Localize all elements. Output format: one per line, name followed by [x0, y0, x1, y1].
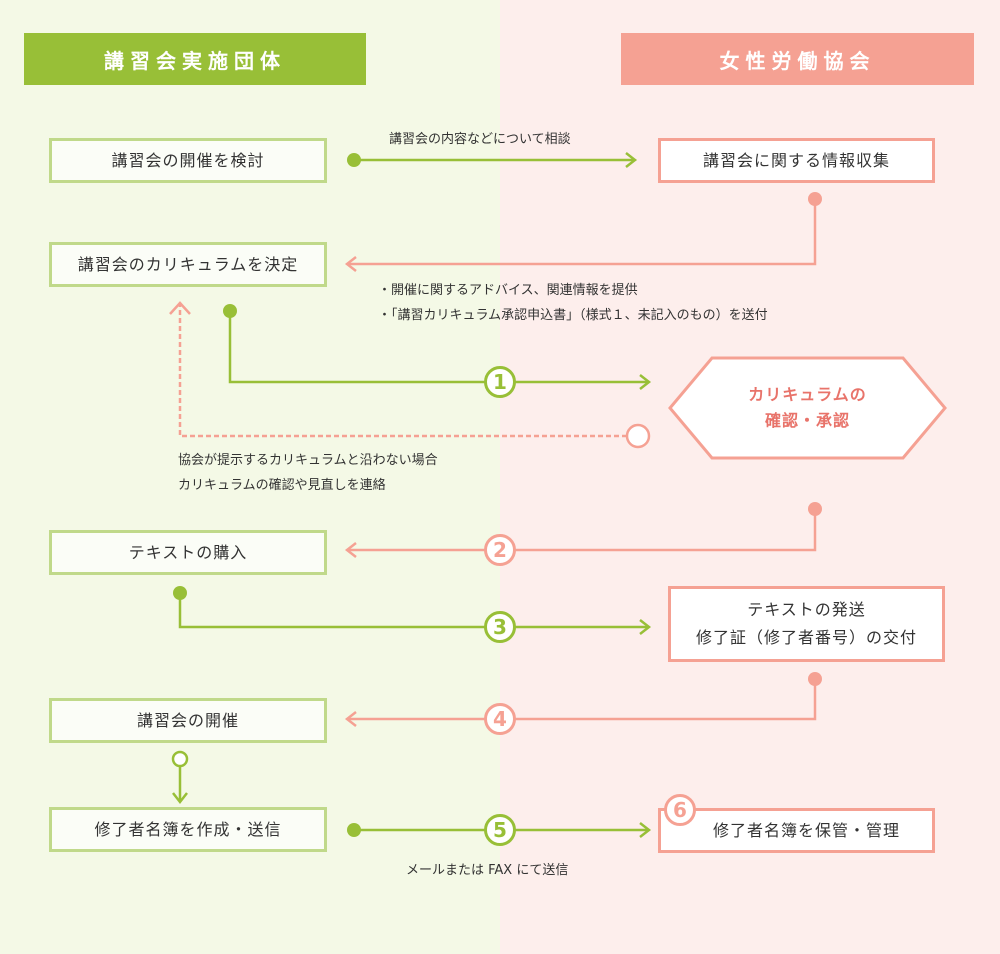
arrow-step4	[344, 680, 817, 727]
arrow-review-dashed	[178, 304, 627, 438]
dot-consult-start	[347, 153, 361, 167]
note-advice-1: ・開催に関するアドバイス、関連情報を提供	[378, 283, 638, 298]
box-keep-list: 修了者名簿を保管・管理	[658, 808, 935, 853]
arrow-step3	[178, 594, 652, 635]
hexagon-text: カリキュラムの 確認・承認	[670, 358, 945, 458]
arrow-hold-to-list	[172, 766, 188, 805]
box-buy-text: テキストの購入	[49, 530, 327, 575]
box-make-list: 修了者名簿を作成・送信	[49, 807, 327, 852]
box-info-collection-text: 講習会に関する情報収集	[702, 150, 890, 170]
step-6-badge: 6	[664, 794, 696, 826]
box-hold-course-text: 講習会の開催	[136, 710, 239, 730]
dot-step2-start	[808, 502, 822, 516]
box-hold-course: 講習会の開催	[49, 698, 327, 743]
note-send-method: メールまたは FAX にて送信	[406, 863, 569, 878]
arrow-step2	[344, 510, 817, 558]
hexagon-line2: 確認・承認	[764, 411, 850, 430]
hexagon-line1: カリキュラムの	[748, 385, 867, 404]
step-3-badge: 3	[484, 611, 516, 643]
lane-header-organizer: 講習会実施団体	[24, 33, 366, 85]
box-make-list-text: 修了者名簿を作成・送信	[94, 819, 282, 839]
box-ship-text-line1: テキストの発送	[747, 600, 866, 619]
step-2-badge: 2	[484, 534, 516, 566]
box-consider-holding-text: 講習会の開催を検討	[111, 150, 265, 170]
box-buy-text-text: テキストの購入	[128, 542, 248, 562]
dot-step5-start	[347, 823, 361, 837]
dot-step4-start	[808, 672, 822, 686]
dot-advice-start	[808, 192, 822, 206]
box-ship-text: テキストの発送 修了証（修了者番号）の交付	[668, 586, 945, 662]
note-advice-2: ・「講習カリキュラム承認申込書」（様式１、未記入のもの）を送付	[378, 308, 768, 323]
step-5-badge: 5	[484, 814, 516, 846]
dot-step1-start	[223, 304, 237, 318]
box-info-collection: 講習会に関する情報収集	[658, 138, 935, 183]
step-4-badge: 4	[484, 703, 516, 735]
arrow-advice	[344, 200, 817, 272]
box-keep-list-text: 修了者名簿を保管・管理	[712, 820, 900, 840]
dot-hold-start	[171, 750, 189, 768]
arrowhead-review	[169, 301, 191, 315]
hexagon-curriculum-approval	[668, 356, 947, 460]
dot-review-start	[625, 423, 651, 449]
note-mismatch-2: カリキュラムの確認や見直しを連絡	[178, 478, 386, 493]
box-decide-curriculum: 講習会のカリキュラムを決定	[49, 242, 327, 287]
box-ship-text-line2: 修了証（修了者番号）の交付	[695, 628, 917, 647]
dot-step3-start	[173, 586, 187, 600]
note-mismatch-1: 協会が提示するカリキュラムと沿わない場合	[178, 453, 438, 468]
step-1-badge: 1	[484, 366, 516, 398]
box-decide-curriculum-text: 講習会のカリキュラムを決定	[77, 254, 299, 274]
arrow-consult	[354, 152, 638, 168]
lane-header-association: 女性労働協会	[621, 33, 974, 85]
box-consider-holding: 講習会の開催を検討	[49, 138, 327, 183]
note-consult: 講習会の内容などについて相談	[389, 132, 571, 147]
